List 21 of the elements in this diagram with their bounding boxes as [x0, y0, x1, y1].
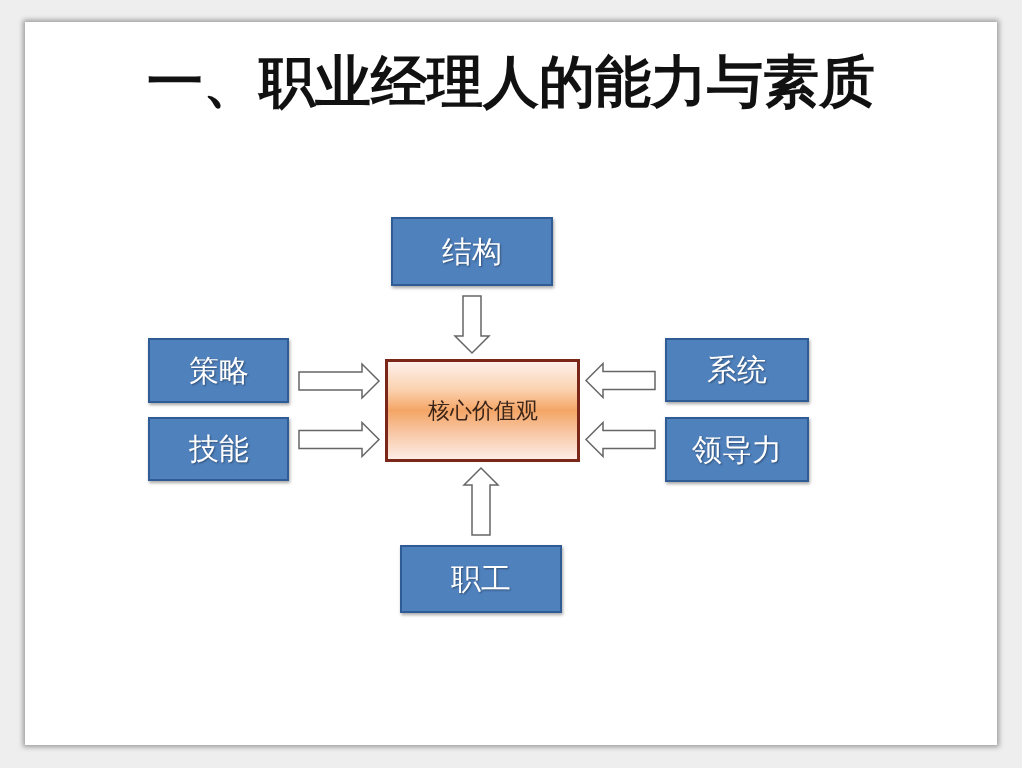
process-box: [400, 545, 562, 613]
block-arrow: [462, 466, 500, 536]
box-label: 技能: [188, 430, 249, 468]
core-value-box: [385, 359, 580, 462]
box-label: 领导力: [692, 430, 782, 469]
box-label: 核心价值观: [427, 396, 538, 425]
block-arrow: [584, 420, 656, 459]
block-arrow: [584, 361, 656, 400]
process-box: [148, 417, 289, 481]
process-box: [391, 217, 553, 286]
block-arrow: [298, 420, 381, 459]
block-arrow: [298, 362, 381, 400]
box-label: 结构: [442, 232, 502, 271]
box-label: 策略: [188, 351, 249, 390]
box-label: 系统: [707, 351, 767, 389]
box-label: 职工: [451, 560, 511, 598]
title: 一、职业经理人的能力与素质: [146, 54, 876, 110]
process-box: [665, 417, 809, 482]
process-box: [148, 338, 289, 403]
process-box: [665, 338, 809, 402]
block-arrow: [453, 295, 491, 355]
